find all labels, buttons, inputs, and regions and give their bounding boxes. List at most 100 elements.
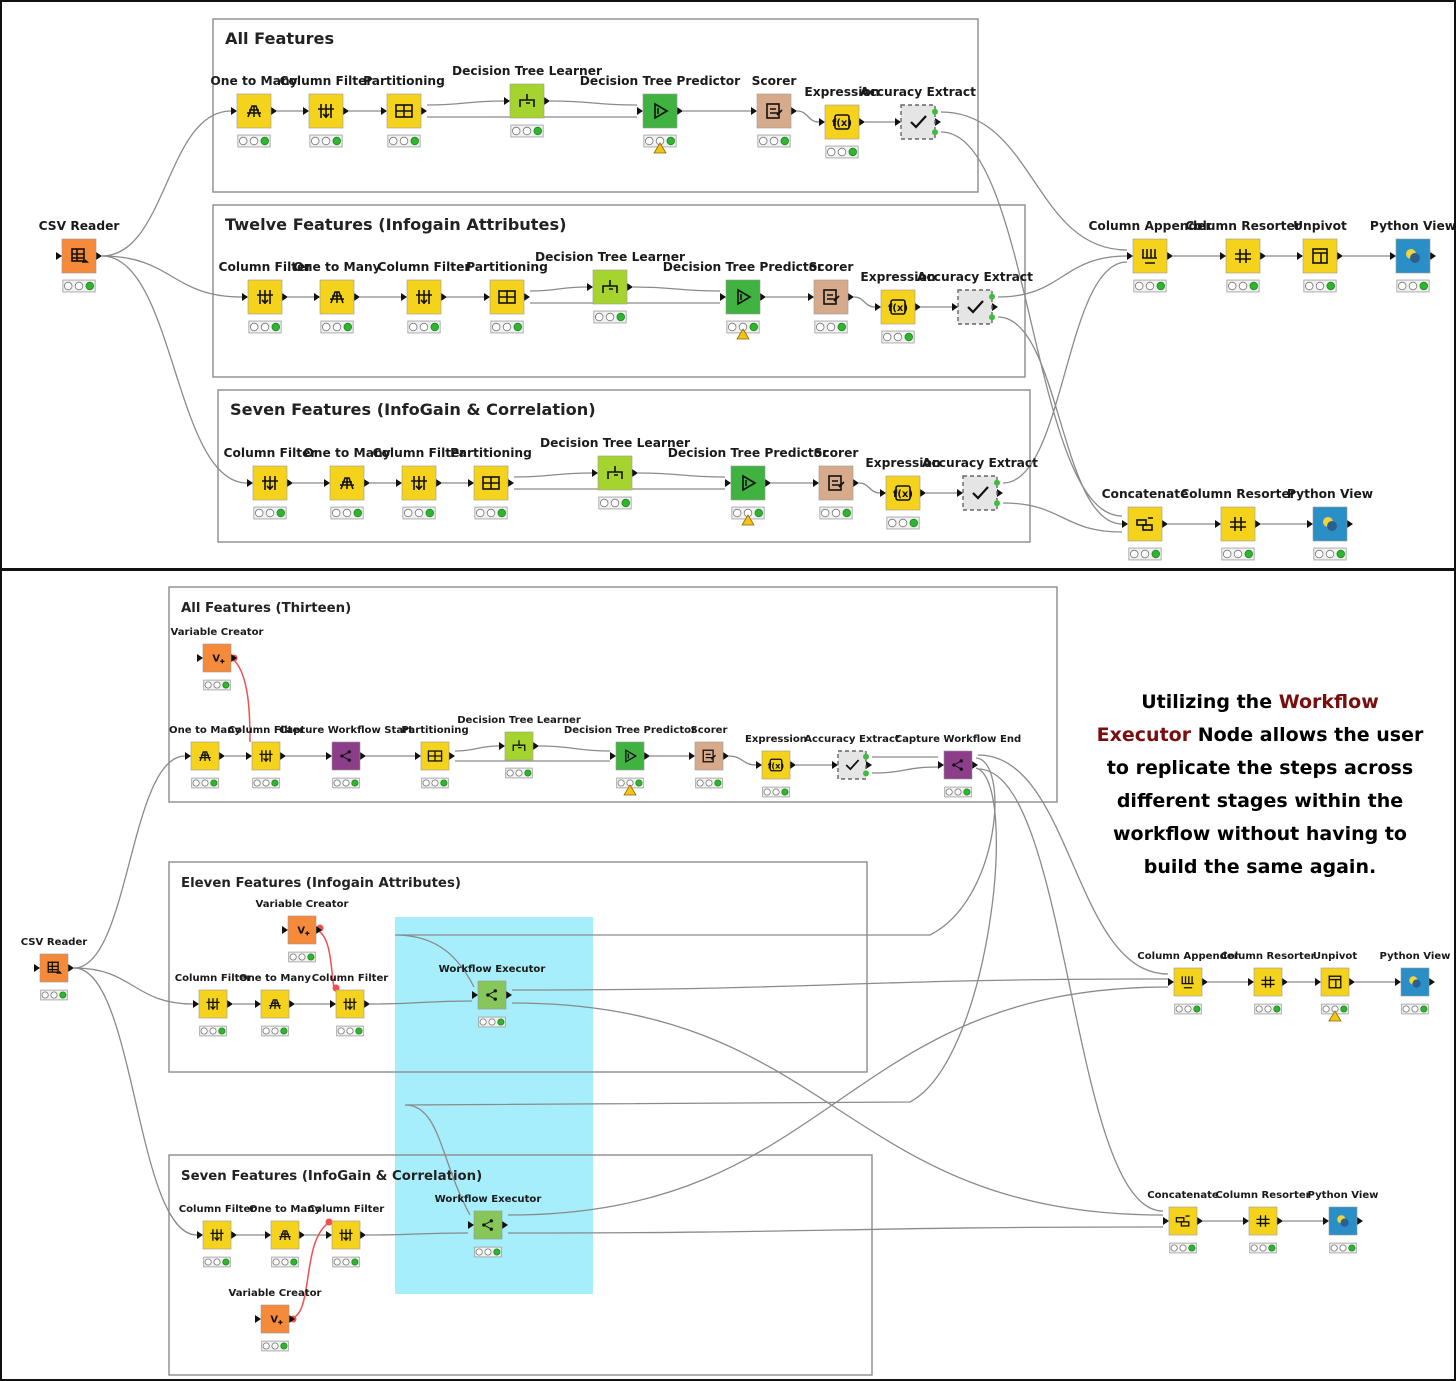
output-port[interactable] <box>760 293 766 301</box>
node-b_unp[interactable]: Unpivot <box>1313 951 1358 1022</box>
node-t1d[interactable]: Decision Tree Learner <box>452 64 602 138</box>
output-port[interactable] <box>282 293 288 301</box>
input-port[interactable] <box>1390 252 1396 260</box>
node-t3d[interactable]: Partitioning <box>450 446 532 520</box>
output-port[interactable] <box>1162 520 1168 528</box>
node-b2b[interactable]: One to Many <box>239 973 311 1037</box>
node-t_unp[interactable]: Unpivot <box>1293 219 1347 293</box>
input-port[interactable] <box>396 479 402 487</box>
output-port[interactable] <box>360 752 366 760</box>
node-b1c[interactable]: Capture Workflow Start <box>279 725 413 789</box>
input-port[interactable] <box>381 107 387 115</box>
node-t_csv[interactable]: CSV Reader <box>39 219 120 293</box>
node-body[interactable] <box>761 750 791 780</box>
output-port[interactable] <box>421 107 427 115</box>
node-t2i[interactable]: Accuracy Extract <box>917 270 1033 325</box>
output-port[interactable] <box>544 97 550 105</box>
node-t_pv2[interactable]: Python View <box>1287 487 1373 561</box>
node-body[interactable] <box>509 83 545 119</box>
output-port[interactable] <box>343 107 349 115</box>
node-b3a[interactable]: Column Filter <box>179 1204 256 1268</box>
input-port[interactable] <box>1168 978 1174 986</box>
node-body[interactable] <box>1248 1206 1278 1236</box>
node-body[interactable] <box>1173 967 1203 997</box>
output-port[interactable] <box>287 479 293 487</box>
input-port[interactable] <box>1243 1217 1249 1225</box>
input-port[interactable] <box>303 107 309 115</box>
node-b3c[interactable]: Column Filter <box>308 1204 385 1268</box>
node-t3g[interactable]: Scorer <box>813 446 859 520</box>
input-port[interactable] <box>880 489 886 497</box>
output-port[interactable] <box>502 1221 508 1229</box>
output-port[interactable] <box>219 752 225 760</box>
output-port[interactable] <box>1260 252 1266 260</box>
node-t2b[interactable]: One to Many <box>293 260 381 334</box>
output-port[interactable] <box>1197 1217 1203 1225</box>
node-t_cat[interactable]: Concatenate <box>1102 487 1189 561</box>
output-port[interactable] <box>627 283 633 291</box>
input-port[interactable] <box>282 926 288 934</box>
output-port[interactable] <box>790 761 796 769</box>
input-port[interactable] <box>751 107 757 115</box>
node-body[interactable] <box>818 465 854 501</box>
output-port[interactable] <box>231 654 237 662</box>
input-port[interactable] <box>324 479 330 487</box>
node-t2f[interactable]: Decision Tree Predictor <box>663 260 823 340</box>
output-port[interactable] <box>533 742 539 750</box>
input-port[interactable] <box>938 761 944 769</box>
node-body[interactable] <box>477 980 507 1010</box>
output-port[interactable] <box>1430 252 1436 260</box>
input-port[interactable] <box>1163 1217 1169 1225</box>
input-port[interactable] <box>255 1000 261 1008</box>
node-t3b[interactable]: One to Many <box>303 446 391 520</box>
output-port[interactable] <box>853 479 859 487</box>
input-port[interactable] <box>808 293 814 301</box>
node-t2d[interactable]: Partitioning <box>466 260 548 334</box>
input-port[interactable] <box>819 118 825 126</box>
output-port[interactable] <box>271 107 277 115</box>
node-body[interactable] <box>260 1304 290 1334</box>
input-port[interactable] <box>56 252 62 260</box>
output-port[interactable] <box>866 761 872 769</box>
input-port[interactable] <box>246 752 252 760</box>
output-port[interactable] <box>935 118 941 126</box>
output-port[interactable] <box>972 761 978 769</box>
input-port[interactable] <box>504 97 510 105</box>
input-port[interactable] <box>1395 978 1401 986</box>
input-port[interactable] <box>1315 978 1321 986</box>
output-port[interactable] <box>765 479 771 487</box>
input-port[interactable] <box>185 752 191 760</box>
output-port[interactable] <box>449 752 455 760</box>
node-b1b[interactable]: Column Filter <box>228 725 305 789</box>
node-t1g[interactable]: f(x)Expression <box>804 85 880 159</box>
output-port[interactable] <box>1202 978 1208 986</box>
input-port[interactable] <box>957 489 963 497</box>
node-b_ca[interactable]: Column Appender <box>1137 951 1239 1015</box>
node-body[interactable] <box>308 93 344 129</box>
node-t2c[interactable]: Column Filter <box>378 260 471 334</box>
output-port[interactable] <box>354 293 360 301</box>
input-port[interactable] <box>255 1315 261 1323</box>
input-port[interactable] <box>242 293 248 301</box>
output-port[interactable] <box>227 1000 233 1008</box>
node-body[interactable] <box>1220 506 1256 542</box>
node-t3a[interactable]: Column Filter <box>224 446 317 520</box>
output-port[interactable] <box>231 1231 237 1239</box>
input-port[interactable] <box>875 303 881 311</box>
output-port[interactable] <box>1349 978 1355 986</box>
output-port[interactable] <box>1282 978 1288 986</box>
node-body[interactable] <box>202 643 232 673</box>
input-port[interactable] <box>1215 520 1221 528</box>
output-port[interactable] <box>364 1000 370 1008</box>
output-port[interactable] <box>997 489 1003 497</box>
node-body[interactable] <box>504 731 534 761</box>
input-port[interactable] <box>895 118 901 126</box>
node-body[interactable] <box>1132 238 1168 274</box>
node-t_pv1[interactable]: Python View <box>1370 219 1456 293</box>
node-body[interactable] <box>1253 967 1283 997</box>
input-port[interactable] <box>832 761 838 769</box>
node-t3f[interactable]: Decision Tree Predictor <box>668 446 828 526</box>
output-port[interactable] <box>791 107 797 115</box>
